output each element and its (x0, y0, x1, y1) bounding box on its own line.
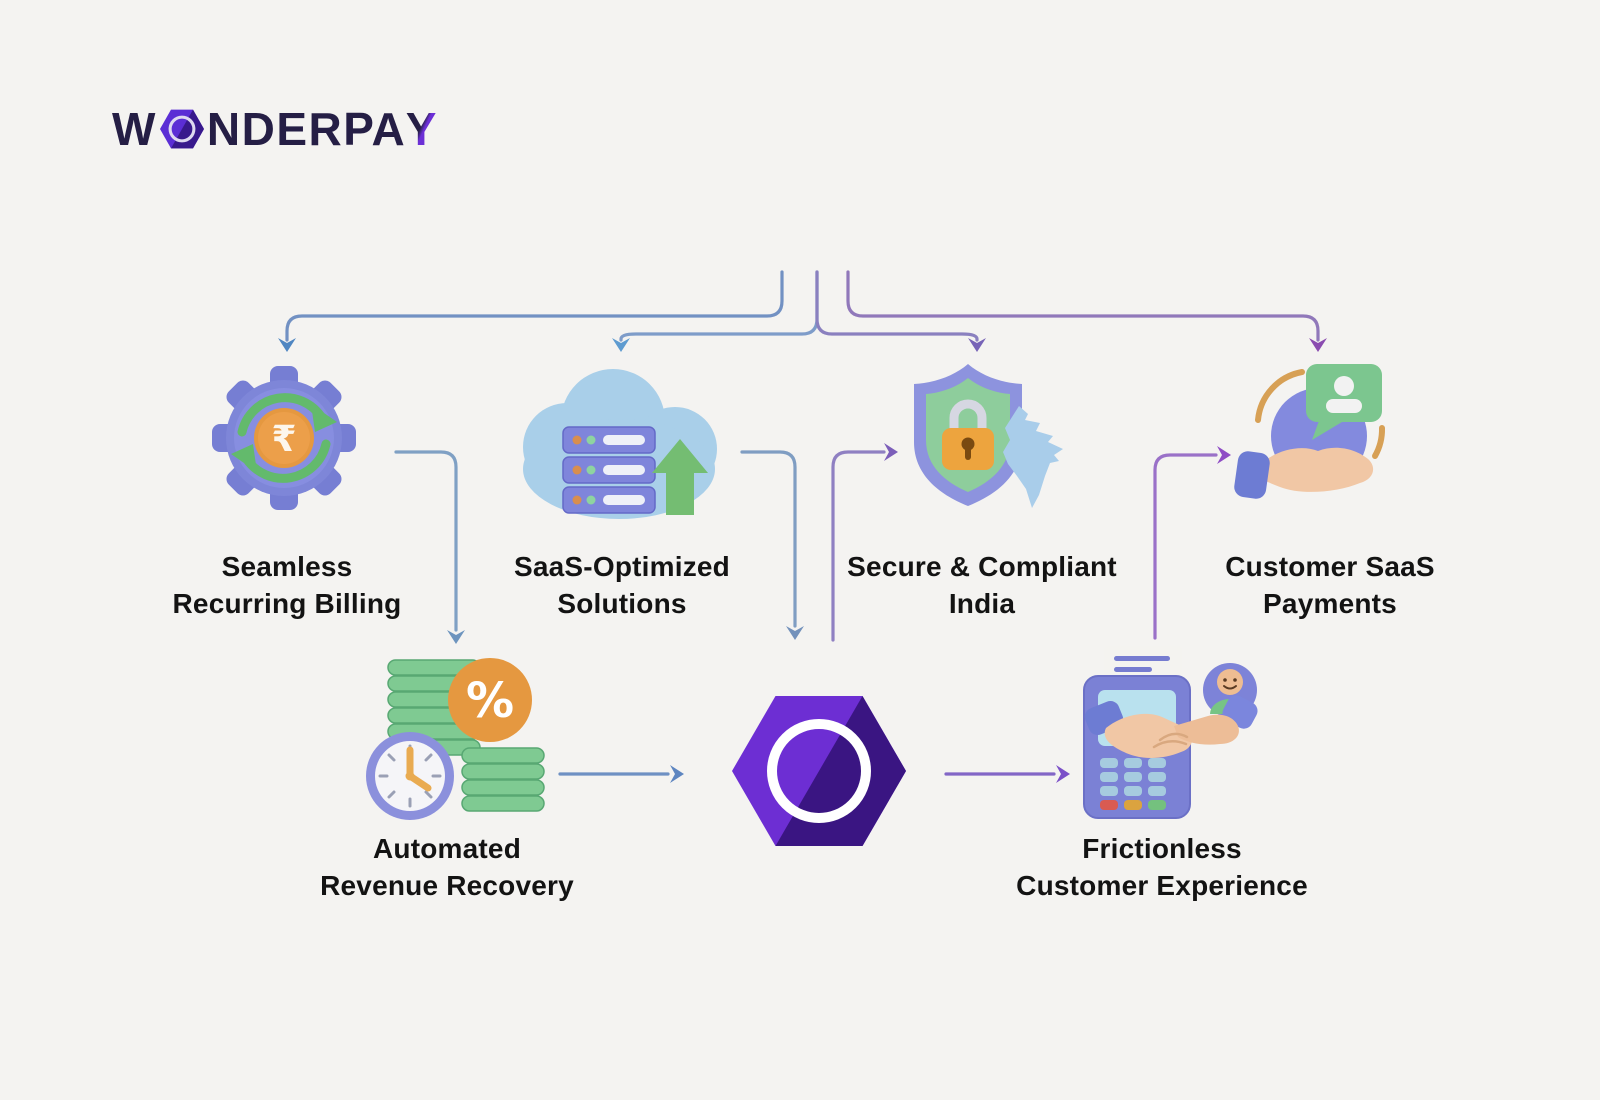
hand-user-chat-icon (1234, 364, 1385, 499)
connector-revenue-recovery-to-hub (558, 765, 684, 783)
label-secure-compliant: Secure & Compliant India (847, 551, 1117, 619)
connector-trunk-to-saas-solutions (612, 270, 819, 352)
logo-text-w: W (112, 103, 157, 155)
user-chat-bubble (1306, 364, 1382, 440)
connector-trunk-to-secure-compliant (815, 270, 986, 352)
rupee-symbol: ₹ (271, 419, 296, 460)
connector-trunk-to-recurring-billing (278, 270, 784, 352)
keypad (1100, 758, 1166, 810)
connector-hub-to-customer-experience (944, 765, 1070, 783)
cloud-servers-upload-icon (523, 369, 717, 519)
label-customer-payments: Customer SaaS Payments (1225, 551, 1435, 619)
gear-rupee-sync-icon: ₹ (212, 366, 356, 510)
label-revenue-recovery: Automated Revenue Recovery (320, 833, 574, 901)
logo-text-y: Y (405, 103, 438, 155)
clock-coins-percent-icon: % (366, 658, 545, 820)
logo-text-nder: NDER (206, 103, 344, 155)
label-saas-solutions: SaaS-Optimized Solutions (514, 551, 730, 619)
pos-handshake-icon (1083, 646, 1258, 819)
connector-hub-to-secure-compliant (831, 443, 898, 642)
shield-lock-india-icon (914, 364, 1063, 508)
logo-text-pa: PA (343, 103, 406, 155)
connector-trunk-to-customer-payments (846, 270, 1327, 352)
wonderpay-hexagon-icon (732, 696, 906, 846)
percent-symbol: % (466, 673, 514, 729)
connector-saas-to-hub (740, 450, 804, 640)
handshake (1084, 695, 1258, 758)
connector-billing-to-revenue-recovery (394, 450, 465, 644)
hexagon-o-icon (159, 109, 204, 149)
wonderpay-logo: W NDER PA Y (112, 100, 438, 158)
label-recurring-billing: Seamless Recurring Billing (172, 551, 402, 619)
label-customer-experience: Frictionless Customer Experience (1016, 833, 1308, 901)
connector-customer-experience-to-customer-payments (1153, 446, 1231, 640)
clock (366, 732, 454, 820)
coin-stack-front (461, 747, 545, 812)
